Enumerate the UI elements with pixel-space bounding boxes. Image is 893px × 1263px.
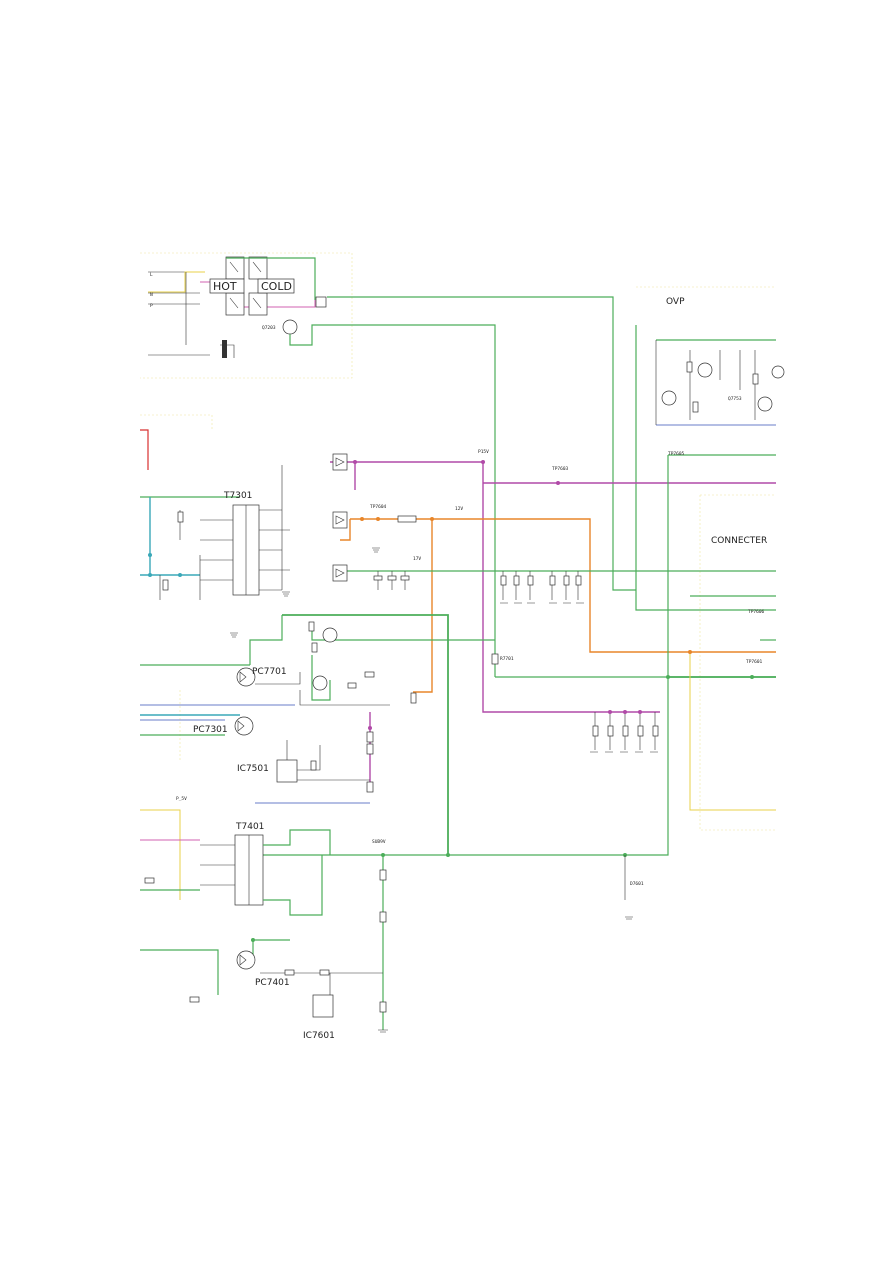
regulation-section: PC7301 IC7501	[140, 704, 374, 804]
trunk-wires	[327, 296, 776, 677]
sub9v-label: SUB9V	[372, 839, 386, 845]
secondary-rectifiers: P15V TP7603 12V TP7604 17V	[330, 449, 776, 713]
diode-d7502	[332, 511, 348, 529]
ovp-block: OVP Q7753	[655, 297, 785, 426]
ic7501-label: IC7501	[237, 764, 269, 774]
r7701-group: R7701	[491, 653, 514, 665]
fuse-block	[222, 340, 227, 358]
cold-label-box	[257, 278, 295, 294]
tp7604-label: TP7604	[370, 504, 387, 510]
r7707	[366, 743, 374, 755]
tp-p15v: P15V	[478, 449, 489, 455]
standby-section: P_5V T7401 D7601 SUB9V PC7401 IC7601	[140, 796, 644, 1041]
cold-label: COLD	[261, 280, 292, 293]
tp7605-label: TP7605	[668, 451, 685, 457]
ic7501	[276, 759, 298, 783]
transistor-q7753	[757, 396, 773, 412]
pc7401-label: PC7401	[255, 978, 290, 988]
r7706	[366, 781, 374, 793]
t7401-label: T7401	[235, 822, 264, 832]
hot-label-box	[209, 278, 245, 294]
connecter-title: CONNECTER	[711, 536, 767, 546]
pc7301-label: PC7301	[193, 725, 228, 735]
resistor-bank-r7606	[592, 710, 659, 750]
feedback-section: PC7701	[140, 614, 495, 855]
ground-symbols	[230, 547, 658, 1033]
section-frames	[140, 252, 776, 831]
pc7701-label: PC7701	[252, 667, 287, 677]
svg-text:P: P	[150, 303, 153, 309]
r7701-label: R7701	[500, 656, 514, 662]
hot-label: HOT	[213, 280, 237, 293]
tp-17v: 17V	[413, 556, 421, 562]
svg-text:L: L	[150, 272, 153, 278]
ic7601	[312, 994, 334, 1018]
transistor-q7751	[661, 390, 677, 406]
ovp-title: OVP	[666, 297, 685, 307]
connecter-block: CONNECTER TP7605 TP7606 TP7601	[250, 451, 776, 856]
diode-d7501	[332, 453, 348, 471]
diode-d7503	[332, 564, 348, 582]
capacitor-c7204	[315, 296, 327, 308]
tp-12v: 12V	[455, 506, 463, 512]
r7708	[366, 731, 374, 743]
transistor-q7702	[312, 675, 328, 691]
t7301-label: T7301	[223, 491, 252, 501]
tp7603-label: TP7603	[552, 466, 569, 472]
q7753-label: Q7753	[728, 396, 742, 402]
transformer-t7301: T7301	[200, 465, 290, 596]
left-primary	[140, 429, 240, 600]
regulator-ic7502	[397, 515, 417, 523]
d7601-label: D7601	[630, 881, 644, 887]
transistor-q7752	[697, 362, 713, 378]
transistor-q7203	[282, 319, 298, 335]
r7701	[491, 653, 499, 665]
tp7601-label: TP7601	[746, 659, 763, 665]
resistor-bank-r7601	[500, 571, 582, 600]
p5v-label: P_5V	[176, 796, 187, 802]
relay-block: HOT COLD Q7203 L N P	[148, 256, 327, 358]
q7203-label: Q7203	[262, 325, 276, 331]
ic7601-label: IC7601	[303, 1031, 335, 1041]
transistor-q7701	[322, 627, 338, 643]
tp7606-label: TP7606	[748, 609, 765, 615]
svg-text:N: N	[150, 292, 153, 298]
